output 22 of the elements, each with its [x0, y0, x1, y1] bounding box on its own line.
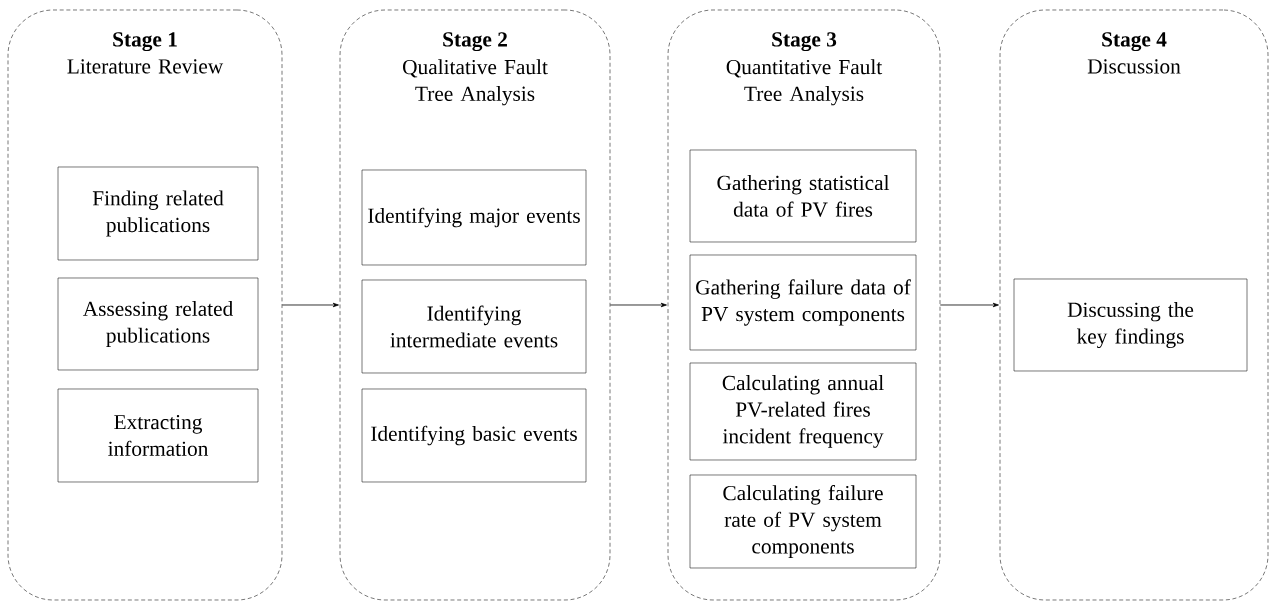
stage-heading: Stage 1	[113, 32, 177, 52]
arrow	[281, 302, 339, 308]
arrow	[609, 302, 667, 308]
process-box: Calculating annual PV-related fires incident frequency	[689, 362, 917, 461]
process-box: Finding related publications	[57, 166, 259, 261]
process-box: Assessing related publications	[57, 277, 259, 371]
stage-title: Literature Review	[67, 59, 224, 74]
stage-heading: Stage 4	[1102, 32, 1167, 52]
process-box: Discussing the key findings	[1013, 278, 1248, 372]
stage-title: Qualitative Fault Tree Analysis	[403, 59, 548, 106]
process-box: Gathering failure data of PV system components	[689, 254, 917, 351]
process-box: Identifying major events	[361, 169, 587, 266]
stage-heading: Stage 3	[772, 32, 837, 52]
stage-title: Quantitative Fault Tree Analysis	[726, 59, 883, 106]
process-box: Calculating failure rate of PV system components	[689, 474, 917, 569]
stage-heading: Stage 2	[443, 32, 507, 52]
stage-title: Discussion	[1087, 59, 1181, 74]
process-box: Extracting information	[57, 388, 259, 483]
arrow	[939, 302, 999, 308]
process-box: Identifying basic events	[361, 388, 587, 483]
process-box: Identifying intermediate events	[361, 279, 587, 374]
process-box: Gathering statistical data of PV fires	[689, 149, 917, 243]
